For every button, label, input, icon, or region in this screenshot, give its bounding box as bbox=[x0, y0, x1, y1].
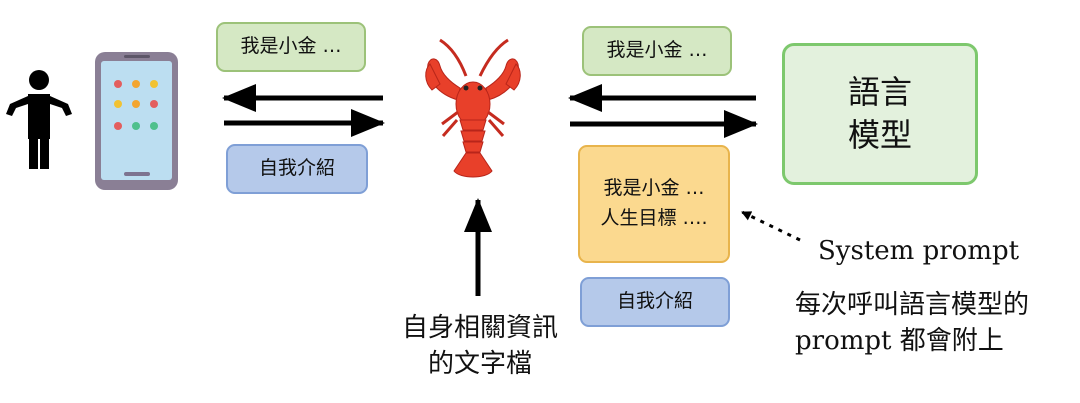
file-caption-line-2: 的文字檔 bbox=[427, 349, 532, 380]
left-request-text: 自我介紹 bbox=[258, 157, 335, 180]
right-request-box: 自我介紹 bbox=[580, 277, 730, 327]
system-prompt-box: 我是小金 … 人生目標 …. bbox=[578, 145, 730, 263]
left-response-box: 我是小金 … bbox=[216, 22, 366, 72]
file-caption: 自身相關資訊 的文字檔 bbox=[392, 310, 568, 383]
model-label-line-2: 模型 bbox=[847, 116, 912, 154]
system-prompt-desc-line-1: 每次呼叫語言模型的 bbox=[795, 290, 1030, 320]
file-caption-line-1: 自身相關資訊 bbox=[401, 313, 558, 343]
system-prompt-description: 每次呼叫語言模型的 prompt 都會附上 bbox=[795, 287, 1029, 360]
system-prompt-line-2: 人生目標 …. bbox=[600, 207, 708, 229]
system-prompt-desc-line-2: prompt 都會附上 bbox=[795, 326, 1004, 357]
lobster-icon bbox=[425, 38, 521, 178]
dotted-arrow-system-prompt bbox=[741, 210, 801, 242]
right-response-text: 我是小金 … bbox=[606, 39, 708, 62]
system-prompt-title: System prompt bbox=[818, 236, 1020, 266]
system-prompt-line-1: 我是小金 … bbox=[603, 177, 705, 200]
left-request-box: 自我介紹 bbox=[226, 144, 368, 194]
right-request-text: 自我介紹 bbox=[616, 290, 693, 313]
smartphone-icon bbox=[95, 52, 178, 190]
right-response-box: 我是小金 … bbox=[582, 26, 732, 76]
person-shrug-icon bbox=[6, 70, 72, 169]
left-response-text: 我是小金 … bbox=[240, 35, 342, 58]
model-label-line-1: 語言 bbox=[847, 72, 912, 111]
language-model-box: 語言 模型 bbox=[782, 43, 978, 185]
